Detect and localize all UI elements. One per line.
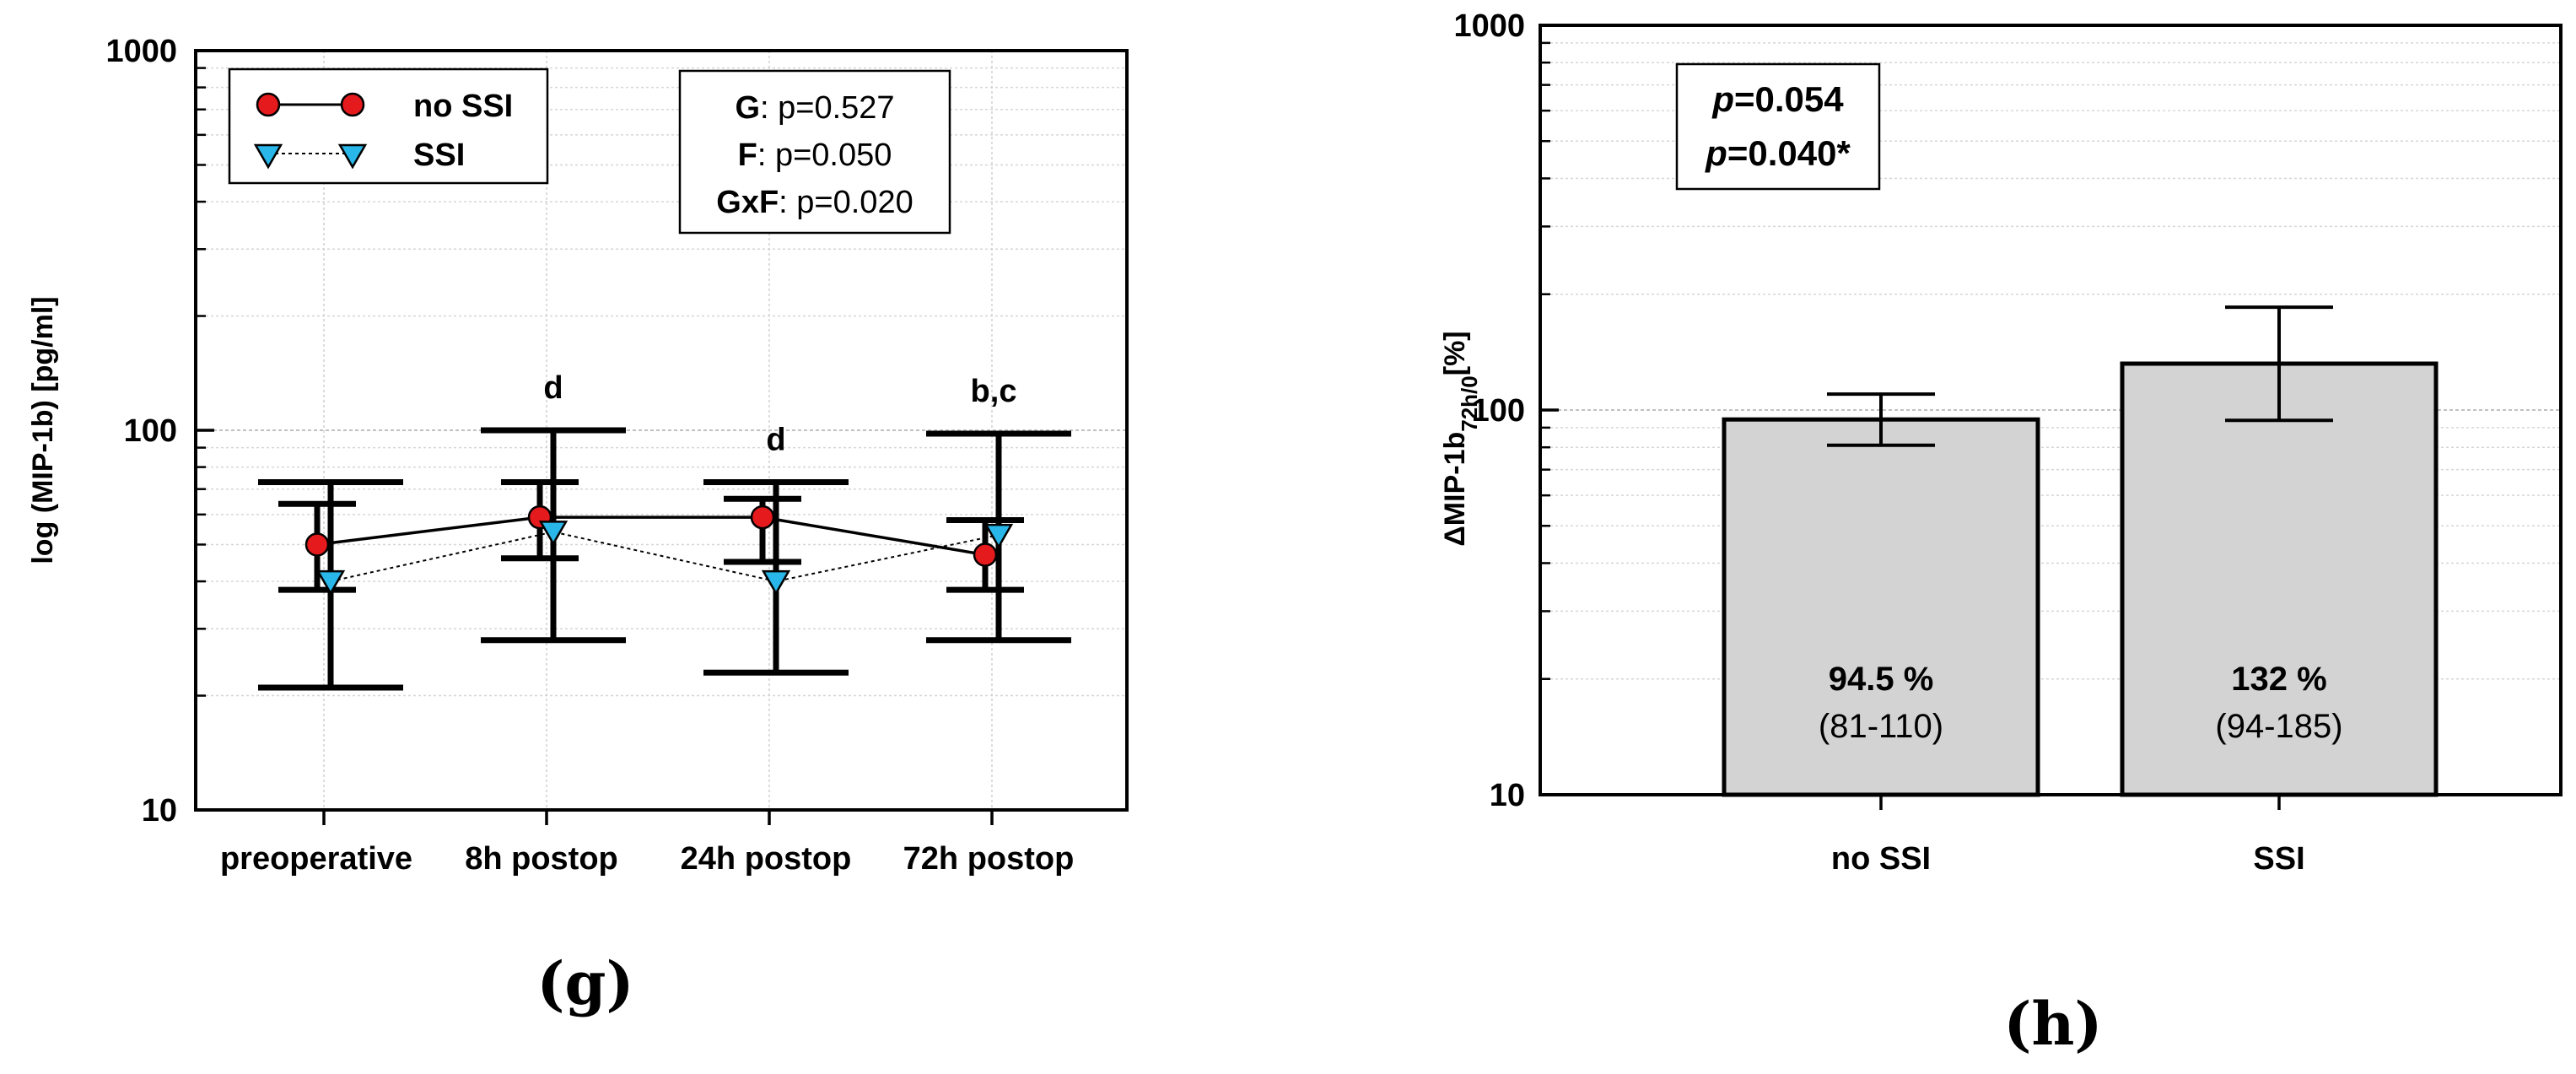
y-tick-label: 1000 xyxy=(105,34,177,69)
bar-range-label: (81-110) xyxy=(1819,708,1943,745)
x-category-label: preoperative xyxy=(220,841,412,877)
stats-gxf: GxF: p=0.020 xyxy=(716,185,913,220)
legend-no-ssi-marker-left xyxy=(256,92,281,117)
data-point-ssi xyxy=(984,523,1014,549)
stats-gxf-value: : p=0.020 xyxy=(779,185,913,220)
chart-h-y-ticks: 10 100 1000 xyxy=(1453,8,2281,813)
chart-g-stats-frame xyxy=(678,69,951,235)
data-point-no-ssi xyxy=(304,532,330,557)
data-point-ssi xyxy=(761,569,791,596)
bar xyxy=(1722,417,2040,797)
chart-g-legend-box xyxy=(228,67,549,185)
legend-no-ssi-label: no SSI xyxy=(413,89,513,124)
bar-value-label: 94.5 % xyxy=(1829,661,1934,698)
chart-h-y-axis-unit: [%] xyxy=(1439,331,1471,375)
legend-ssi-label: SSI xyxy=(413,138,465,173)
significance-annotation: d xyxy=(766,423,785,458)
chart-g-series xyxy=(258,427,1071,691)
stats-f: F: p=0.050 xyxy=(738,138,892,173)
significance-annotation: b,c xyxy=(971,374,1017,409)
x-category-label: 8h postop xyxy=(465,841,618,877)
y-tick-label: 1000 xyxy=(1453,8,1525,44)
pvalue-2-value: =0.040* xyxy=(1727,133,1851,173)
series-no-ssi-line xyxy=(316,515,986,557)
significance-annotation: d xyxy=(543,370,563,406)
stats-g: G: p=0.527 xyxy=(735,90,894,126)
data-point-no-ssi xyxy=(973,542,998,567)
chart-g-y-axis-title: log (MIP-1b) [pg/ml] xyxy=(27,296,59,564)
y-tick-label: 10 xyxy=(1490,778,1525,813)
chart-g: 10 100 1000 log (MIP-1b) [pg/ml] preoperat… xyxy=(27,34,1129,1018)
chart-g-panel-label: (g) xyxy=(536,948,633,1018)
stats-gxf-label: GxF xyxy=(716,185,779,220)
pvalue-1-symbol: p xyxy=(1711,79,1734,119)
chart-h-y-axis-main: ΔMIP-1b xyxy=(1439,432,1471,547)
data-point-ssi xyxy=(315,569,346,596)
pvalue-1: p=0.054 xyxy=(1711,79,1844,119)
series-ssi-errorbars xyxy=(258,427,1071,691)
chart-h-pvalue-box: p=0.054 p=0.040* xyxy=(1675,62,1881,191)
chart-g-y-ticks: 10 100 1000 xyxy=(105,34,994,828)
bar xyxy=(2120,361,2439,797)
chart-h-panel-label: (h) xyxy=(2003,989,2102,1059)
bar-group: 94.5 % (81-110) xyxy=(1722,392,2040,797)
y-tick-label: 100 xyxy=(1472,393,1525,429)
bar-value-label: 132 % xyxy=(2231,661,2326,698)
x-category-label: 72h postop xyxy=(903,841,1075,877)
stats-f-label: F xyxy=(738,138,757,173)
y-tick-label: 100 xyxy=(124,413,177,449)
stats-f-value: : p=0.050 xyxy=(757,138,892,173)
stats-g-value: : p=0.527 xyxy=(760,90,895,126)
chart-g-stats-box: G: p=0.527 F: p=0.050 GxF: p=0.020 xyxy=(678,69,951,235)
bar-group: 132 % (94-185) xyxy=(2120,305,2439,797)
x-category-label: SSI xyxy=(2253,841,2304,877)
chart-h-y-axis-sub: 72h/0 xyxy=(1457,375,1482,432)
chart-h-pvalue-frame xyxy=(1675,62,1881,191)
x-category-label: 24h postop xyxy=(681,841,852,877)
data-point-ssi xyxy=(538,521,569,546)
pvalue-2: p=0.040* xyxy=(1705,133,1851,173)
x-category-label: no SSI xyxy=(1831,841,1931,877)
chart-h-x-labels: no SSI SSI xyxy=(1831,841,2305,877)
stats-g-label: G xyxy=(735,90,760,126)
chart-g-annotations: d d b,c xyxy=(543,370,1016,458)
bar-range-label: (94-185) xyxy=(2215,708,2342,745)
y-tick-label: 10 xyxy=(142,793,177,828)
pvalue-1-value: =0.054 xyxy=(1734,79,1844,119)
data-point-no-ssi xyxy=(750,505,775,530)
chart-g-legend: no SSI SSI xyxy=(228,67,549,185)
legend-ssi-marker-right xyxy=(337,143,368,170)
chart-h: 10 100 1000 ΔMIP-1b72h/0[%] 94.5 % (81-110)… xyxy=(1439,8,2563,1059)
chart-h-y-axis-title: ΔMIP-1b72h/0[%] xyxy=(1439,331,1482,546)
chart-h-bars: 94.5 % (81-110) 132 % (94-185) xyxy=(1722,305,2439,797)
series-ssi-line xyxy=(330,531,1000,583)
legend-ssi-marker-left xyxy=(253,143,283,170)
chart-g-x-labels: preoperative 8h postop 24h postop 72h posto… xyxy=(220,841,1074,877)
legend-no-ssi-marker-right xyxy=(340,92,365,117)
pvalue-2-symbol: p xyxy=(1705,133,1727,173)
